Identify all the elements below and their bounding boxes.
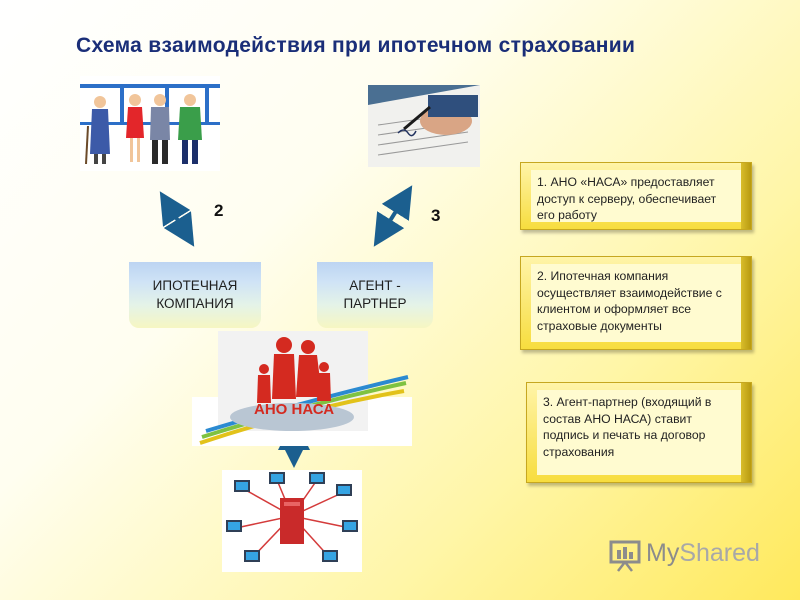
ano-nasa-logo-text: АНО НАСА <box>254 401 335 418</box>
note-1-text: 1. АНО «НАСА» предоставляет доступ к сер… <box>531 170 741 222</box>
presentation-board-icon <box>609 540 641 572</box>
agent-partner-line2: ПАРТНЕР <box>343 296 407 311</box>
note-2: 2. Ипотечная компания осуществляет взаим… <box>520 256 752 350</box>
myshared-watermark: MyShared <box>608 538 768 574</box>
signing-document-photo <box>368 85 480 167</box>
arrow-number-3: 3 <box>431 206 441 225</box>
clients-illustration <box>80 76 220 171</box>
ano-nasa-logo: АНО НАСА <box>192 331 412 446</box>
myshared-logo-my: My <box>646 539 680 567</box>
agent-partner-box: АГЕНТ - ПАРТНЕР <box>317 262 433 328</box>
note-1: 1. АНО «НАСА» предоставляет доступ к сер… <box>520 162 752 230</box>
agent-partner-line1: АГЕНТ - <box>349 278 401 294</box>
mortgage-company-line1: ИПОТЕЧНАЯ <box>152 278 238 294</box>
mortgage-company-box: ИПОТЕЧНАЯ КОМПАНИЯ <box>129 262 261 328</box>
arrow-2 <box>159 191 195 247</box>
note-3: 3. Агент-партнер (входящий в состав АНО … <box>526 382 752 483</box>
mortgage-company-line2: КОМПАНИЯ <box>156 296 234 311</box>
page-title: Схема взаимодействия при ипотечном страх… <box>76 34 636 57</box>
note-3-text: 3. Агент-партнер (входящий в состав АНО … <box>537 390 741 475</box>
myshared-logo-shared: Shared <box>679 539 760 567</box>
arrow-number-2: 2 <box>214 201 224 220</box>
server-network-illustration <box>222 470 362 572</box>
arrow-3 <box>373 185 413 247</box>
note-2-text: 2. Ипотечная компания осуществляет взаим… <box>531 264 741 342</box>
myshared-logo-text: MyShared <box>646 539 760 568</box>
